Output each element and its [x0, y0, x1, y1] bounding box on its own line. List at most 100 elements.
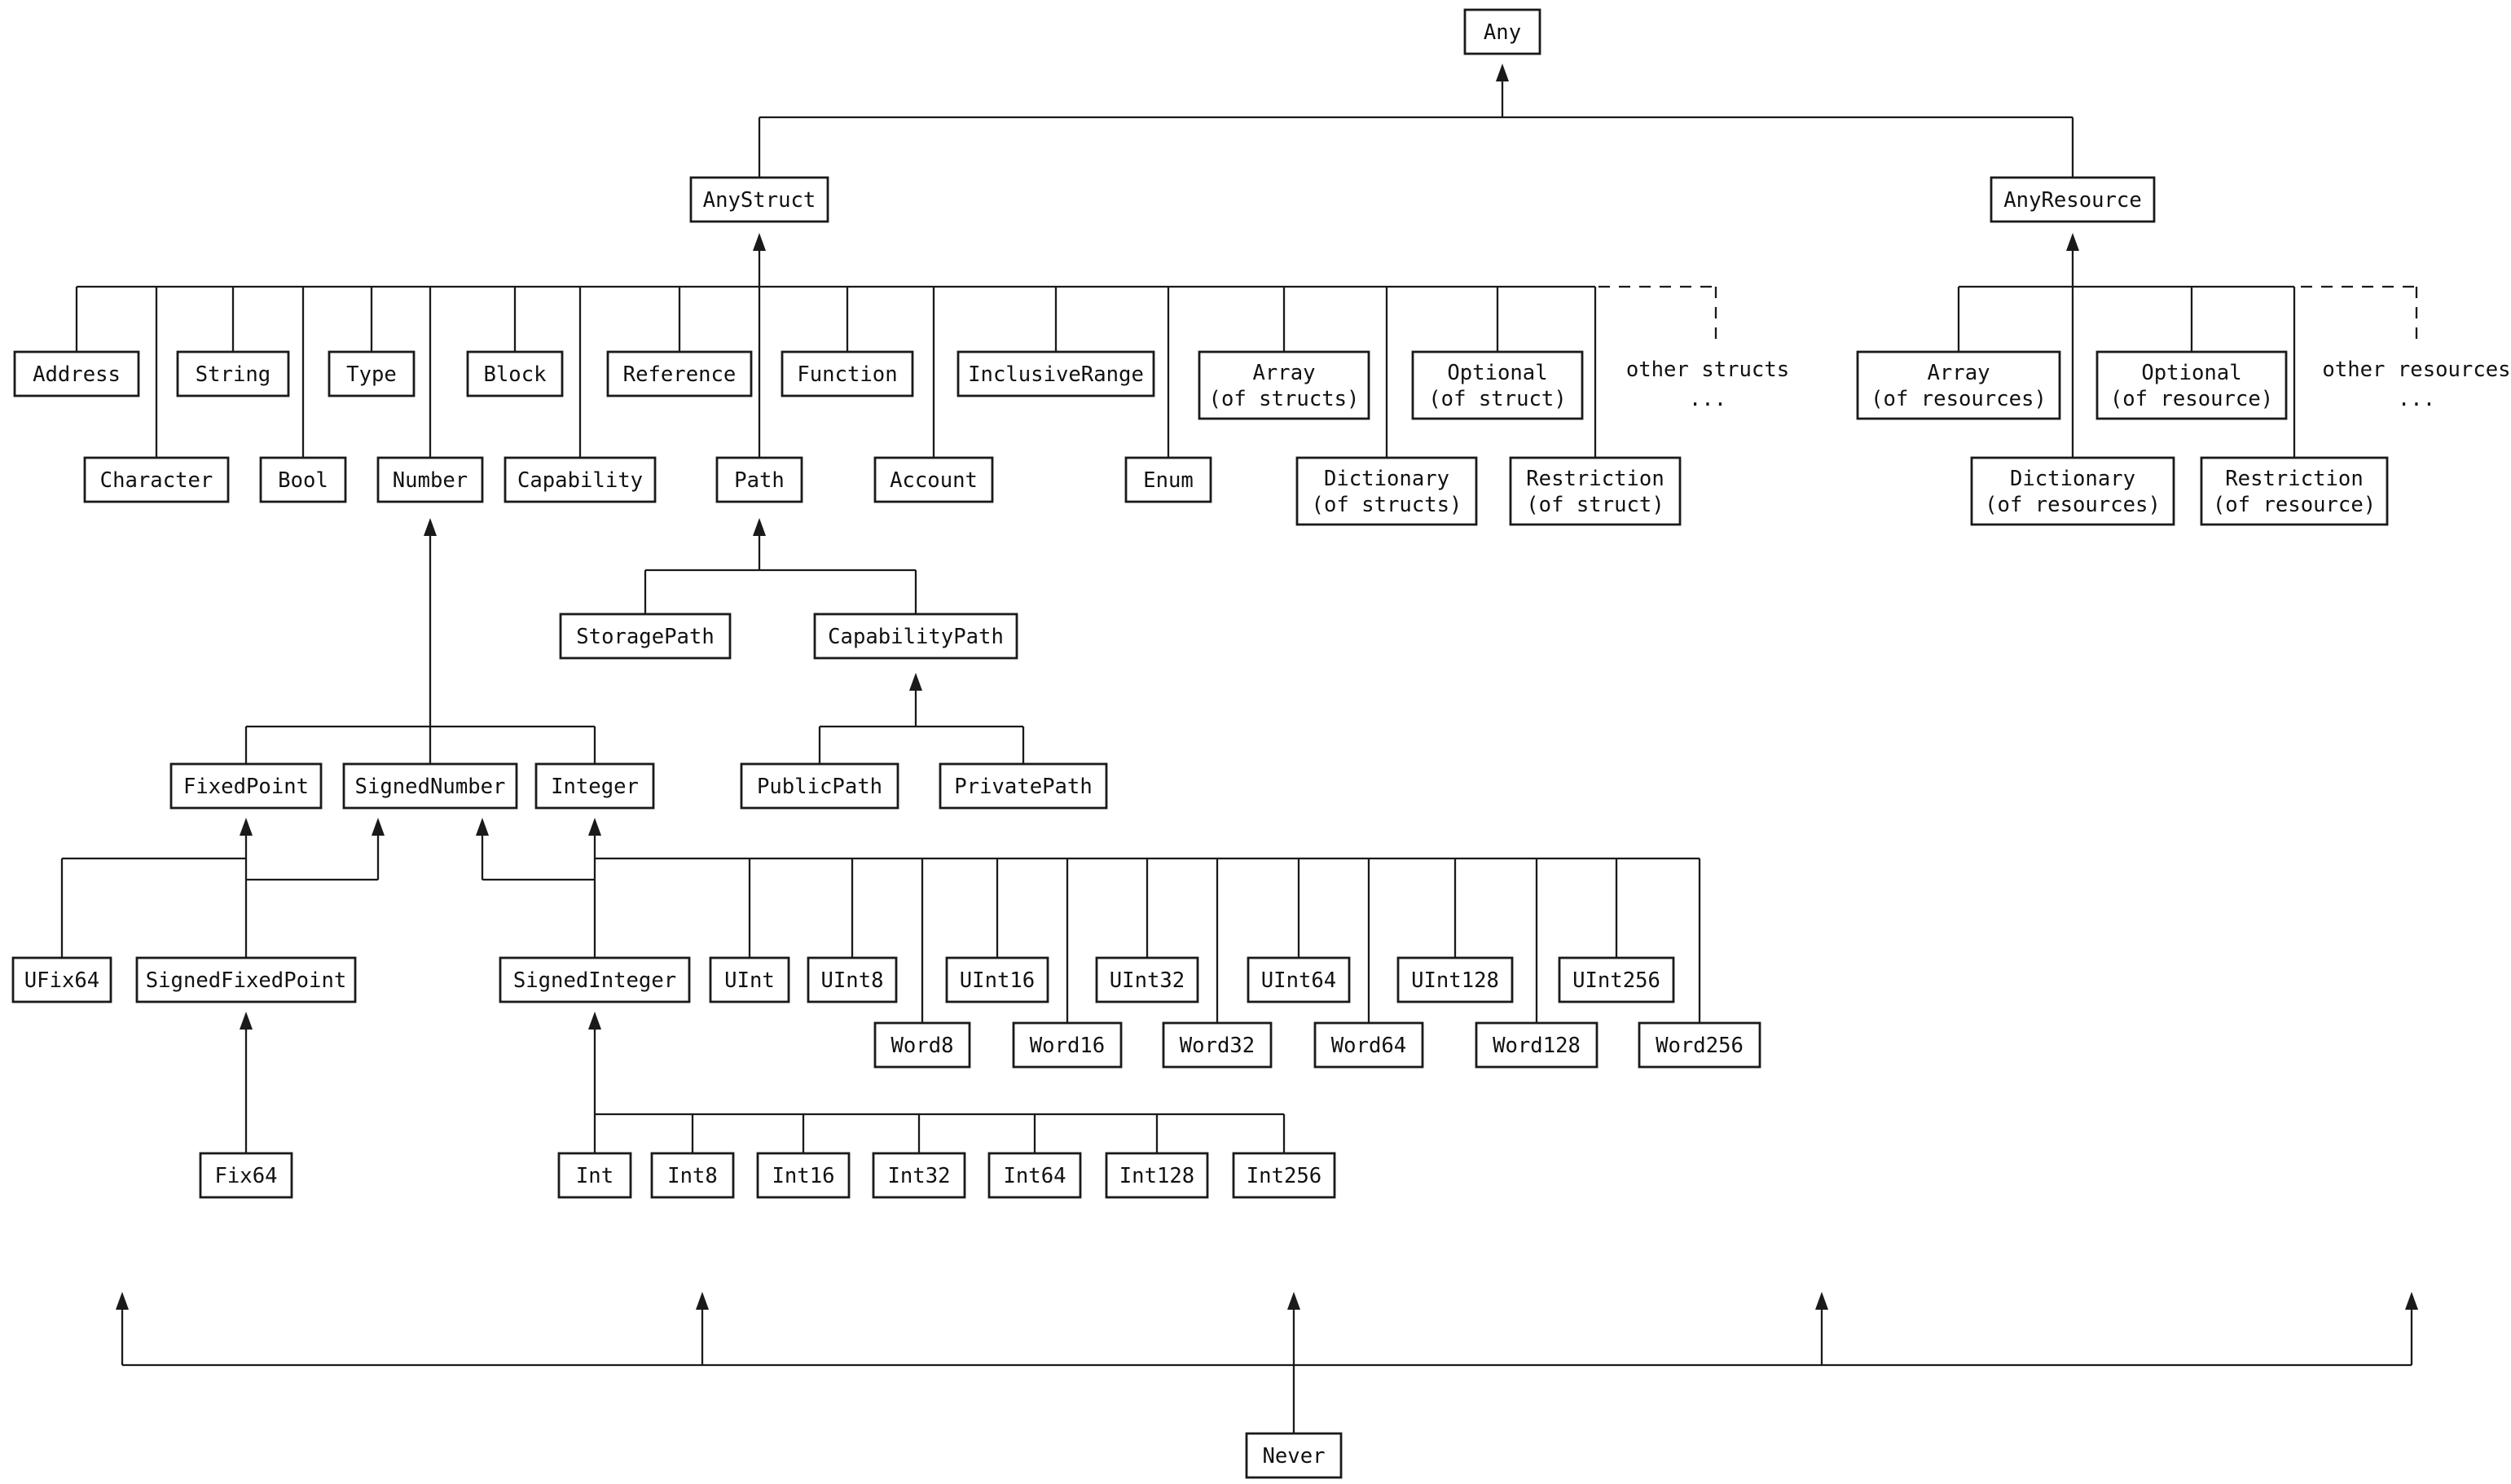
node-label: Reference — [623, 362, 737, 387]
other-resources-label: other resources... — [2322, 358, 2510, 411]
node-box — [873, 456, 994, 503]
node-label: Type — [346, 362, 397, 387]
node-box — [259, 456, 347, 503]
arrowhead-up-icon — [1815, 1292, 1828, 1310]
node-function: Function — [781, 350, 914, 397]
node-uint: UInt — [709, 956, 790, 1003]
node-box — [83, 456, 230, 503]
node-label: Number — [393, 468, 468, 493]
node-capabilitypath: CapabilityPath — [813, 612, 1018, 660]
node-label: PublicPath — [757, 775, 882, 799]
node-label: UInt — [724, 968, 775, 993]
node-box — [945, 956, 1049, 1003]
node-reference: Reference — [606, 350, 753, 397]
node-block: Block — [466, 350, 564, 397]
node-label: FixedPoint — [183, 775, 309, 799]
node-box — [504, 456, 657, 503]
node-character: Character — [83, 456, 230, 503]
node-label: Dictionary(of resources) — [1985, 467, 2161, 517]
node-box — [2200, 456, 2389, 526]
node-array-structs: Array(of structs) — [1198, 350, 1370, 420]
node-uint128: UInt128 — [1396, 956, 1514, 1003]
node-box — [466, 350, 564, 397]
node-box — [1105, 1152, 1209, 1199]
node-box — [1396, 956, 1514, 1003]
node-box — [1124, 456, 1212, 503]
node-int32: Int32 — [872, 1152, 966, 1199]
node-box — [756, 1152, 851, 1199]
node-fix64: Fix64 — [199, 1152, 293, 1199]
node-box — [939, 762, 1108, 810]
other-structs-label: other structs... — [1626, 358, 1789, 411]
node-label: SignedNumber — [355, 775, 506, 799]
node-label: UInt128 — [1411, 968, 1499, 993]
node-box — [709, 956, 790, 1003]
node-label: String — [196, 362, 270, 387]
node-privatepath: PrivatePath — [939, 762, 1108, 810]
node-account: Account — [873, 456, 994, 503]
node-box — [199, 1152, 293, 1199]
node-box — [1313, 1021, 1424, 1069]
node-box — [873, 1021, 971, 1069]
node-box — [1232, 1152, 1336, 1199]
node-label: Optional(of struct) — [1428, 361, 1567, 411]
node-label: Word128 — [1493, 1034, 1581, 1058]
arrowhead-up-icon — [588, 1012, 601, 1030]
node-label: Capability — [517, 468, 643, 493]
node-label: StoragePath — [576, 625, 715, 649]
node-label: Word32 — [1180, 1034, 1255, 1058]
node-label: Word64 — [1331, 1034, 1406, 1058]
node-label: Fix64 — [214, 1164, 277, 1188]
node-label: Integer — [551, 775, 639, 799]
node-path: Path — [715, 456, 803, 503]
node-label: Dictionary(of structs) — [1312, 467, 1462, 517]
node-box — [1295, 456, 1478, 526]
node-label: UInt8 — [820, 968, 883, 993]
node-box — [1856, 350, 2061, 420]
node-optional-struct: Optional(of struct) — [1411, 350, 1584, 420]
node-label: Int32 — [887, 1164, 950, 1188]
node-box — [1162, 1021, 1273, 1069]
node-word16: Word16 — [1012, 1021, 1123, 1069]
node-signedinteger: SignedInteger — [499, 956, 691, 1003]
node-label: UInt32 — [1110, 968, 1185, 993]
node-number: Number — [376, 456, 484, 503]
node-uint32: UInt32 — [1095, 956, 1199, 1003]
node-box — [872, 1152, 966, 1199]
node-label: AnyResource — [2003, 188, 2142, 213]
node-label: SignedFixedPoint — [146, 968, 347, 993]
node-capability: Capability — [504, 456, 657, 503]
node-signednumber: SignedNumber — [342, 762, 518, 810]
node-label: AnyStruct — [703, 188, 816, 213]
node-dictionary-structs: Dictionary(of structs) — [1295, 456, 1478, 526]
node-label: Int128 — [1119, 1164, 1194, 1188]
node-string: String — [176, 350, 290, 397]
arrowhead-up-icon — [588, 818, 601, 836]
node-label: Array(of structs) — [1209, 361, 1360, 411]
node-box — [2095, 350, 2288, 420]
node-box — [987, 1152, 1082, 1199]
node-int: Int — [557, 1152, 632, 1199]
node-word8: Word8 — [873, 1021, 971, 1069]
arrowhead-up-icon — [424, 518, 437, 536]
node-dictionary-resources: Dictionary(of resources) — [1970, 456, 2175, 526]
node-label: Word16 — [1030, 1034, 1105, 1058]
arrowhead-up-icon — [372, 818, 385, 836]
node-box — [135, 956, 357, 1003]
node-box — [1970, 456, 2175, 526]
node-label: PrivatePath — [954, 775, 1093, 799]
node-address: Address — [13, 350, 140, 397]
node-label: Character — [100, 468, 213, 493]
node-label: InclusiveRange — [968, 362, 1144, 387]
node-box — [807, 956, 898, 1003]
node-label: Function — [797, 362, 897, 387]
node-box — [715, 456, 803, 503]
arrowhead-up-icon — [476, 818, 489, 836]
node-optional-resource: Optional(of resource) — [2095, 350, 2288, 420]
node-word64: Word64 — [1313, 1021, 1424, 1069]
node-inclusiverange: InclusiveRange — [956, 350, 1155, 397]
arrowhead-up-icon — [909, 673, 922, 691]
arrowhead-up-icon — [240, 818, 253, 836]
node-label: Restriction(of struct) — [1526, 467, 1664, 517]
